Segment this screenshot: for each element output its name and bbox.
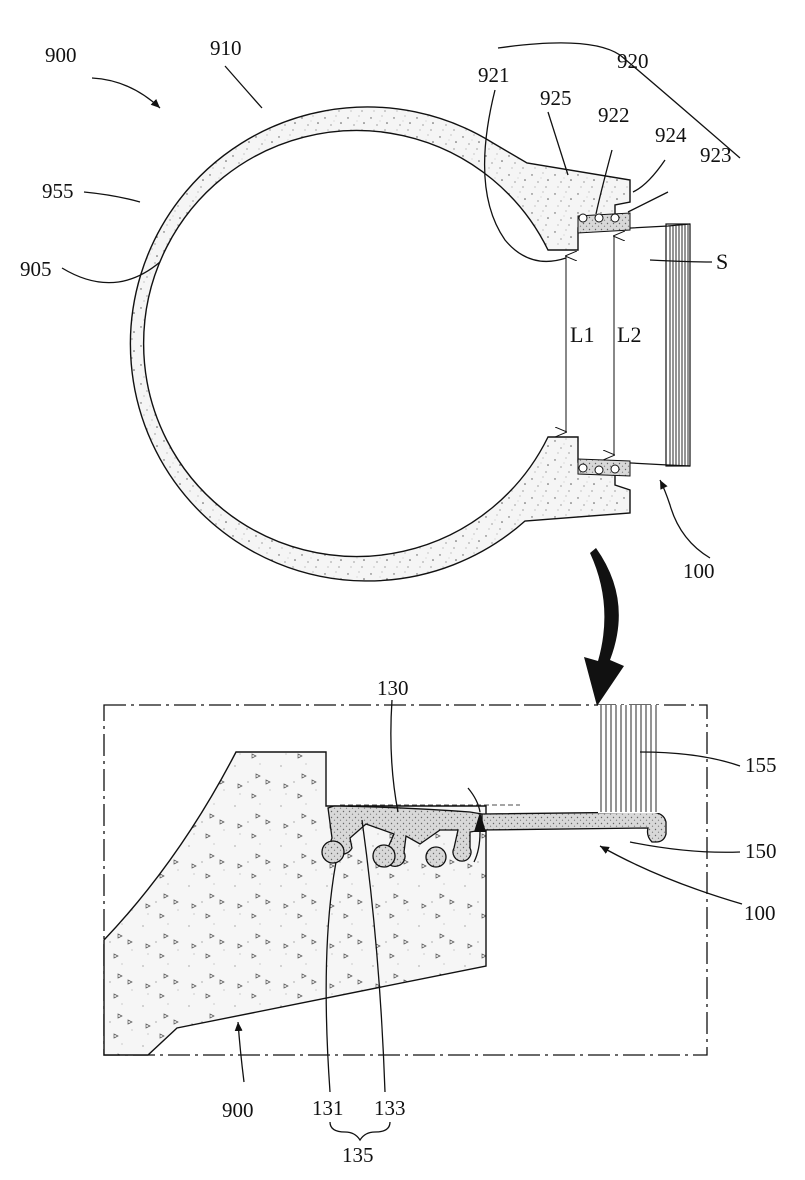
top-seal-lobes	[578, 213, 620, 223]
leader-100-top	[659, 479, 711, 559]
curved-arrow-icon	[584, 548, 624, 706]
leader-910	[224, 65, 263, 109]
leader-905	[61, 261, 161, 284]
leader-921	[483, 89, 567, 262]
leader-925	[547, 111, 569, 176]
bottom-figure: 130 155 150 100 900 131 133 135	[103, 676, 777, 1167]
label-131: 131	[312, 1096, 344, 1120]
detail-body	[103, 751, 487, 1056]
label-924: 924	[655, 123, 687, 147]
ring-body	[129, 106, 631, 582]
label-920: 920	[617, 49, 649, 73]
bottom-seal-lobes	[578, 463, 620, 475]
angle-arc	[467, 787, 481, 863]
leader-955	[83, 191, 141, 203]
label-900-top: 900	[45, 43, 77, 67]
label-155: 155	[745, 753, 777, 777]
label-925: 925	[540, 86, 572, 110]
label-955: 955	[42, 179, 74, 203]
leader-900-bottom	[234, 1021, 245, 1083]
leader-923	[627, 191, 669, 213]
leader-131	[325, 861, 337, 1093]
label-100-bottom: 100	[744, 901, 776, 925]
label-922: 922	[598, 103, 630, 127]
seal-lobes	[321, 840, 447, 868]
label-l2: L2	[617, 322, 641, 347]
leader-s	[649, 259, 713, 263]
label-135: 135	[342, 1143, 374, 1167]
leader-924	[632, 159, 666, 193]
label-130: 130	[377, 676, 409, 700]
brace-135	[329, 1121, 391, 1142]
label-133: 133	[374, 1096, 406, 1120]
label-923: 923	[700, 143, 732, 167]
top-figure: 900 910 920 921 925 922 924 923 955 905 …	[20, 36, 741, 583]
label-150: 150	[745, 839, 777, 863]
transition-arrow	[584, 548, 624, 706]
rib-region	[598, 705, 660, 813]
label-s: S	[716, 249, 728, 274]
label-910: 910	[210, 36, 242, 60]
label-900-bottom: 900	[222, 1098, 254, 1122]
label-100-top: 100	[683, 559, 715, 583]
leader-100-bottom	[599, 845, 743, 905]
label-921: 921	[478, 63, 510, 87]
seal-section	[327, 805, 483, 868]
leader-155	[639, 751, 741, 767]
brace-920	[497, 42, 741, 159]
leader-130	[390, 699, 399, 813]
tube-wall	[481, 811, 667, 843]
leader-922	[595, 149, 613, 215]
label-l1: L1	[570, 322, 594, 347]
angle-indicator	[474, 812, 486, 832]
leader-150	[629, 841, 741, 853]
leader-900-top	[91, 77, 161, 109]
detail-frame	[103, 704, 708, 1056]
label-905: 905	[20, 257, 52, 281]
tube-rib-lines	[669, 225, 689, 466]
rib-lines	[600, 705, 657, 812]
tube-end-ribs	[665, 223, 691, 467]
leader-133	[361, 819, 386, 1093]
